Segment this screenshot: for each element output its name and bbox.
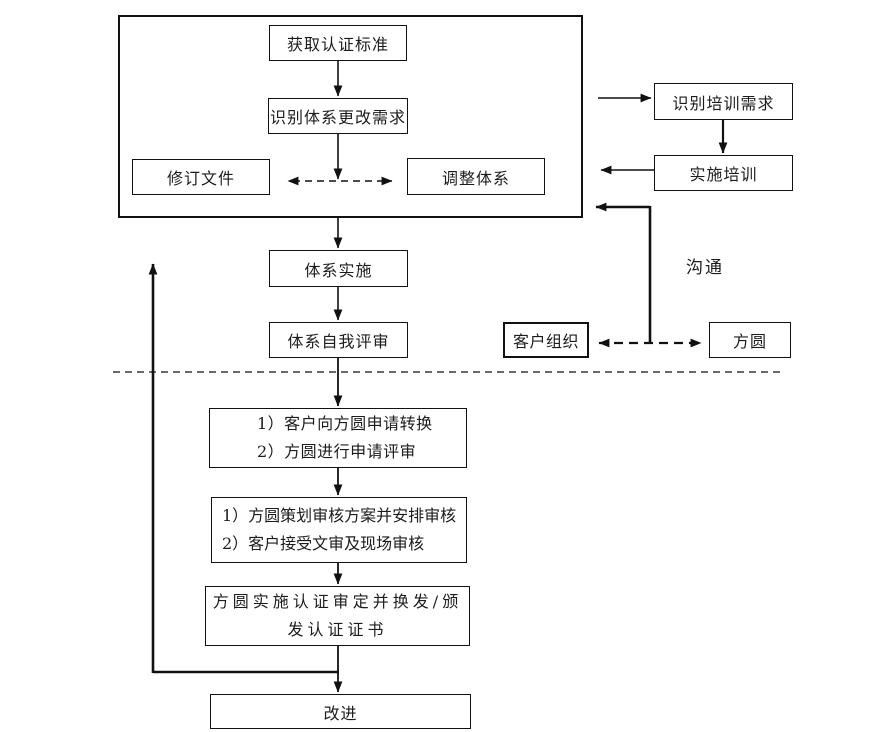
communication-label: 沟通: [686, 258, 724, 278]
node-system-implement-label: 体系实施: [304, 260, 373, 280]
certify-issue-box: 方圆实施认证审定并换发/颁 发认证证书: [205, 586, 470, 646]
node-revise-docs-label: 修订文件: [166, 169, 235, 188]
system-change-group-box: [118, 15, 583, 218]
apply-transfer-line2: 2）方圆进行申请评审: [257, 442, 417, 461]
node-customer-org-label: 客户组织: [512, 332, 579, 351]
node-identify-training: 识别培训需求: [654, 83, 793, 120]
node-identify-change-label: 识别体系更改需求: [269, 108, 406, 127]
node-identify-change: 识别体系更改需求: [268, 98, 408, 134]
node-improve-label: 改进: [323, 703, 358, 723]
audit-plan-box: 1）方圆策划审核方案并安排审核 2）客户接受文审及现场审核: [211, 497, 467, 563]
node-identify-training-label: 识别培训需求: [672, 93, 775, 113]
node-system-self-review: 体系自我评审: [269, 322, 408, 358]
node-implement-training: 实施培训: [654, 155, 793, 191]
certify-issue-line1: 方圆实施认证审定并换发/颁: [212, 592, 463, 611]
node-fangyuan: 方圆: [709, 322, 791, 358]
node-implement-training-label: 实施培训: [689, 165, 758, 184]
node-improve: 改进: [210, 694, 471, 729]
node-customer-org: 客户组织: [503, 322, 589, 358]
node-fangyuan-label: 方圆: [732, 332, 767, 351]
node-system-self-review-label: 体系自我评审: [287, 332, 390, 351]
node-revise-docs: 修订文件: [132, 159, 270, 195]
audit-plan-line1: 1）方圆策划审核方案并安排审核: [222, 506, 457, 525]
apply-transfer-line1: 1）客户向方圆申请转换: [257, 414, 433, 433]
node-obtain-standard: 获取认证标准: [269, 25, 407, 61]
node-adjust-system-label: 调整体系: [441, 168, 510, 188]
node-obtain-standard-label: 获取认证标准: [286, 35, 389, 54]
certify-issue-line2: 发认证证书: [287, 620, 388, 639]
audit-plan-line2: 2）客户接受文审及现场审核: [222, 534, 425, 553]
apply-transfer-box: 1）客户向方圆申请转换 2）方圆进行申请评审: [209, 408, 467, 468]
node-adjust-system: 调整体系: [407, 158, 545, 195]
node-system-implement: 体系实施: [269, 250, 408, 287]
